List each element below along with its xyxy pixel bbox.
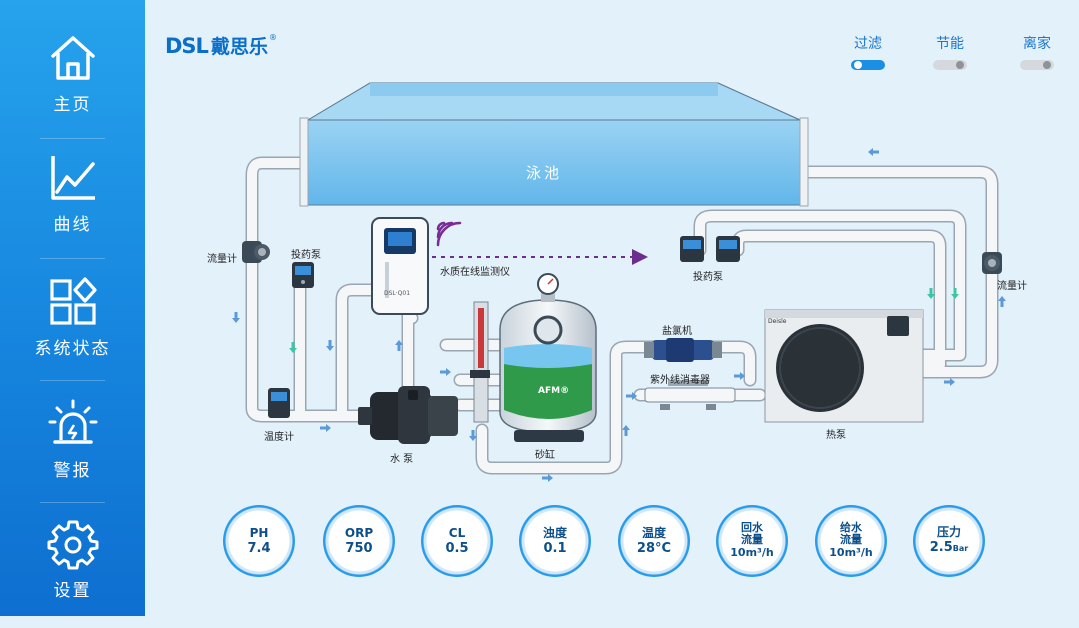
brand-name-en: DSL [165, 33, 209, 58]
sand-filter-tank[interactable] [499, 273, 597, 442]
flow-meter-left[interactable] [242, 241, 270, 263]
system-status-icon [49, 277, 97, 325]
divider [40, 258, 105, 259]
line-chart-icon [50, 156, 95, 200]
mode-away: 离家 [1012, 33, 1062, 70]
wireless-icon [436, 221, 462, 247]
gauge-temperature-value: 28°C [636, 540, 672, 556]
dosing-pump-left[interactable] [292, 262, 314, 288]
gauge-cl-title: CL [448, 525, 466, 540]
dosing-pump-right-b[interactable] [716, 236, 740, 262]
gauge-pressure[interactable]: 压力 2.5Bar [913, 505, 985, 577]
sidebar-label-curve: 曲线 [53, 215, 92, 235]
signal-arrow-icon [632, 249, 648, 265]
mode-away-label: 离家 [1023, 36, 1051, 52]
mode-away-toggle[interactable] [1020, 60, 1054, 70]
heat-pump-brand: Deisle [768, 318, 787, 325]
water-pump[interactable] [358, 386, 458, 444]
multiport-valve[interactable] [470, 301, 490, 423]
divider [40, 138, 105, 139]
gauge-pressure-reading: 2.5Bar [930, 539, 968, 557]
gauge-temperature[interactable]: 温度 28°C [618, 505, 690, 577]
sidebar-item-home[interactable]: 主页 [0, 32, 145, 142]
pool [299, 82, 809, 207]
sidebar-label-settings: 设置 [53, 581, 92, 601]
gauge-turbidity-value: 0.1 [543, 540, 567, 556]
water-pump-label: 水 泵 [390, 454, 414, 465]
toggle-knob [854, 61, 862, 69]
pool-label: 泳池 [526, 164, 563, 182]
gauge-orp-title: ORP [344, 525, 374, 540]
gauge-ph[interactable]: PH 7.4 [223, 505, 295, 577]
gauge-pressure-unit: Bar [952, 544, 969, 553]
gauge-return-flow[interactable]: 回水 流量 10m³/h [716, 505, 788, 577]
temperature-meter[interactable] [268, 388, 290, 418]
heat-pump[interactable] [764, 309, 924, 423]
uv-sterilizer-label: 紫外线消毒器 [650, 375, 710, 386]
brand-logo: DSL 戴思乐 ® [165, 32, 277, 59]
gauge-orp[interactable]: ORP 750 [323, 505, 395, 577]
gauge-cl[interactable]: CL 0.5 [421, 505, 493, 577]
gauge-return-flow-title: 回水 流量 [741, 521, 763, 546]
registered-mark: ® [268, 33, 277, 42]
divider [40, 380, 105, 381]
gauge-supply-flow-value: 10m³/h [829, 546, 873, 559]
afm-label: AFM® [538, 386, 570, 396]
toggle-knob [1043, 61, 1051, 69]
sidebar-label-home: 主页 [53, 95, 92, 115]
gauge-pressure-value: 2.5 [929, 540, 953, 555]
water-quality-monitor[interactable] [371, 217, 429, 315]
sidebar-item-system-status[interactable]: 系统状态 [0, 276, 145, 386]
dosing-pump-right-label: 投药泵 [693, 272, 723, 283]
gauge-cl-value: 0.5 [445, 540, 469, 556]
mode-energy-saving-toggle[interactable] [933, 60, 967, 70]
gauge-supply-flow-title: 给水 流量 [840, 521, 862, 546]
monitor-label: 水质在线监测仪 [440, 267, 510, 278]
sidebar-label-system-status: 系统状态 [34, 339, 111, 359]
gauge-ph-title: PH [249, 525, 269, 540]
gauge-supply-flow[interactable]: 给水 流量 10m³/h [815, 505, 887, 577]
sidebar-item-alarm[interactable]: 警报 [0, 398, 145, 508]
mode-filter: 过滤 [843, 33, 893, 70]
flow-meter-right-label: 流量计 [997, 281, 1027, 292]
gauge-temperature-title: 温度 [641, 525, 666, 540]
mode-energy-saving: 节能 [925, 33, 975, 70]
flow-meter-right[interactable] [982, 252, 1002, 274]
flow-meter-left-label: 流量计 [207, 254, 237, 265]
sidebar-item-settings[interactable]: 设置 [0, 518, 145, 628]
gauge-turbidity-title: 浊度 [542, 525, 567, 540]
gauge-return-flow-value: 10m³/h [730, 546, 774, 559]
dosing-pump-left-label: 投药泵 [291, 250, 321, 261]
monitor-brand: DSL·Q01 [384, 290, 411, 297]
salt-chlorinator-label: 盐氯机 [662, 326, 692, 337]
gauge-turbidity[interactable]: 浊度 0.1 [519, 505, 591, 577]
heat-pump-label: 热泵 [826, 430, 846, 441]
sidebar-label-alarm: 警报 [53, 461, 92, 481]
sidebar-item-curve[interactable]: 曲线 [0, 152, 145, 262]
mode-energy-saving-label: 节能 [936, 36, 964, 52]
uv-sterilizer[interactable] [644, 380, 736, 410]
mode-filter-toggle[interactable] [851, 60, 885, 70]
settings-icon [47, 520, 98, 570]
divider [40, 502, 105, 503]
home-icon [50, 36, 95, 80]
temperature-meter-label: 温度计 [264, 432, 294, 443]
gauge-pressure-title: 压力 [936, 525, 961, 539]
mode-filter-label: 过滤 [854, 36, 882, 52]
brand-name-cn: 戴思乐 [210, 36, 268, 58]
toggle-knob [956, 61, 964, 69]
dosing-pump-right-a[interactable] [680, 236, 704, 262]
sand-tank-label: 砂缸 [535, 450, 555, 461]
salt-chlorinator[interactable] [644, 338, 722, 362]
gauge-ph-value: 7.4 [247, 540, 271, 556]
sidebar: 主页 曲线 系统状态 警报 设置 [0, 0, 145, 616]
alarm-icon [48, 399, 97, 444]
gauge-orp-value: 750 [345, 540, 373, 556]
